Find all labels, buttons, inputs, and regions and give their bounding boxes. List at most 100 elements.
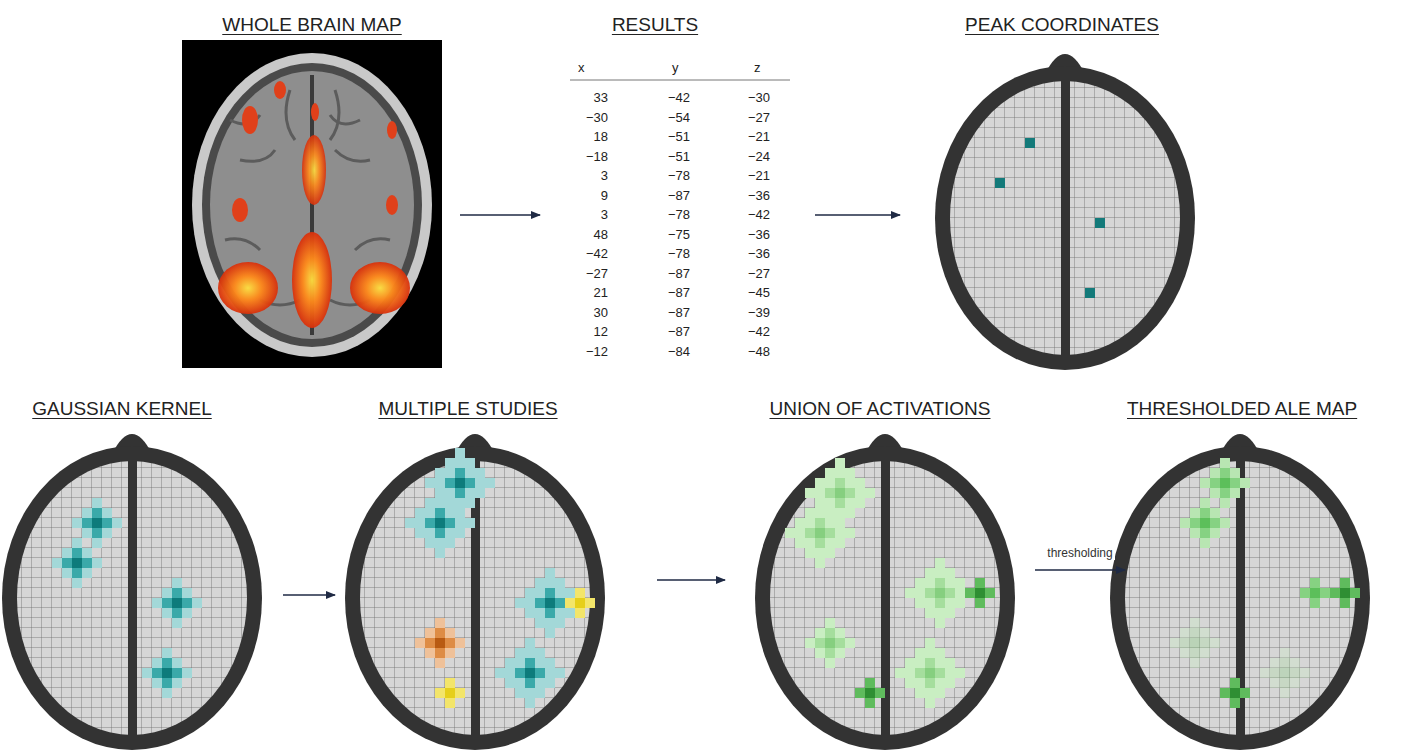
activation-cell [1200, 528, 1210, 538]
activation-cell [535, 618, 545, 628]
activation-cell [825, 648, 835, 658]
activation-cell [445, 628, 455, 638]
activation-cell [72, 518, 82, 528]
head-map [755, 434, 1015, 750]
activation-cell [815, 528, 825, 538]
activation-cell [172, 588, 182, 598]
activation-cell [1210, 468, 1220, 478]
activation-cell [425, 508, 435, 518]
activation-cell [1260, 668, 1270, 678]
activation-cell [805, 528, 815, 538]
peak-dot [1095, 218, 1105, 228]
activation-cell [455, 478, 465, 488]
activation-cell [915, 648, 925, 658]
activation-cell [152, 598, 162, 608]
table-cell: −78 [668, 246, 690, 261]
activation-cell [915, 658, 925, 668]
table-cell: −87 [668, 324, 690, 339]
activation-cell [925, 688, 935, 698]
activation-cell [445, 488, 455, 498]
activation-cell [1190, 518, 1200, 528]
edge-label: thresholding [1045, 546, 1114, 560]
activation-cell [815, 638, 825, 648]
activation-cell [905, 668, 915, 678]
activation-cell [465, 498, 475, 508]
activation-cell [925, 678, 935, 688]
activation-cell [455, 488, 465, 498]
activation-cell [795, 518, 805, 528]
activation-cell [455, 458, 465, 468]
activation-cell [935, 598, 945, 608]
activation-cell [845, 468, 855, 478]
table-cell: 3 [601, 207, 608, 222]
activation-cell [182, 588, 192, 598]
table-cell: 9 [601, 188, 608, 203]
activation-cell [945, 588, 955, 598]
activation-cell [1180, 638, 1190, 648]
activation-cell [855, 488, 865, 498]
activation-cell [865, 488, 875, 498]
activation-cell [795, 538, 805, 548]
activation-cell [525, 678, 535, 688]
activation-cell [535, 588, 545, 598]
panel: WHOLE BRAIN MAP [175, 8, 460, 373]
activation-cell [935, 688, 945, 698]
activation-cell [445, 458, 455, 468]
activation-cell [965, 588, 975, 598]
activation-cell [465, 468, 475, 478]
activation-cell [1210, 508, 1220, 518]
activation-cell [845, 498, 855, 508]
activation-cell [935, 568, 945, 578]
head-map [935, 54, 1195, 370]
activation-cell [805, 548, 815, 558]
table-cell: 18 [594, 129, 608, 144]
activation-cell [172, 578, 182, 588]
activation-cell [915, 578, 925, 588]
table-cell: −42 [586, 246, 608, 261]
activation-cell [525, 688, 535, 698]
panel: THRESHOLDED ALE MAP [1125, 392, 1415, 751]
activation-cell [1190, 648, 1200, 658]
activation-cell [445, 538, 455, 548]
activation-cell [172, 598, 182, 608]
activation-cell [555, 588, 565, 598]
activation-cell [455, 498, 465, 508]
table-cell: −24 [748, 149, 770, 164]
activation-cell [1200, 638, 1210, 648]
activation-cell [1180, 648, 1190, 658]
activation-cell [435, 618, 445, 628]
activation-cell [515, 688, 525, 698]
head-map [345, 434, 605, 750]
activation-cell [172, 678, 182, 688]
activation-cell [505, 668, 515, 678]
panel-heading: GAUSSIAN KERNEL [32, 398, 212, 420]
table-cell: −39 [748, 305, 770, 320]
activation-cell [515, 658, 525, 668]
activation-cell [545, 578, 555, 588]
activation-cell [905, 678, 915, 688]
table-cell: −21 [748, 129, 770, 144]
activation-cell [1340, 588, 1350, 598]
table-cell: −78 [668, 168, 690, 183]
activation-cell [565, 598, 575, 608]
activation-cell [505, 658, 515, 668]
activation-cell [935, 658, 945, 668]
activation-cell [1210, 638, 1220, 648]
activation-cell [525, 658, 535, 668]
arrow [460, 214, 540, 216]
activation-cell [445, 638, 455, 648]
activation-cell [575, 598, 585, 608]
table-cell: −27 [748, 110, 770, 125]
activation-cell [465, 458, 475, 468]
activation-cell [825, 548, 835, 558]
panel: MULTIPLE STUDIES [335, 392, 657, 751]
activation-cell [425, 478, 435, 488]
activation-cell [435, 538, 445, 548]
activation-cell [835, 628, 845, 638]
table-cell: −87 [668, 266, 690, 281]
activation-cell [525, 598, 535, 608]
activation-cell [535, 578, 545, 588]
activation-cell [455, 508, 465, 518]
activation-cell [475, 488, 485, 498]
activation-cell [805, 638, 815, 648]
